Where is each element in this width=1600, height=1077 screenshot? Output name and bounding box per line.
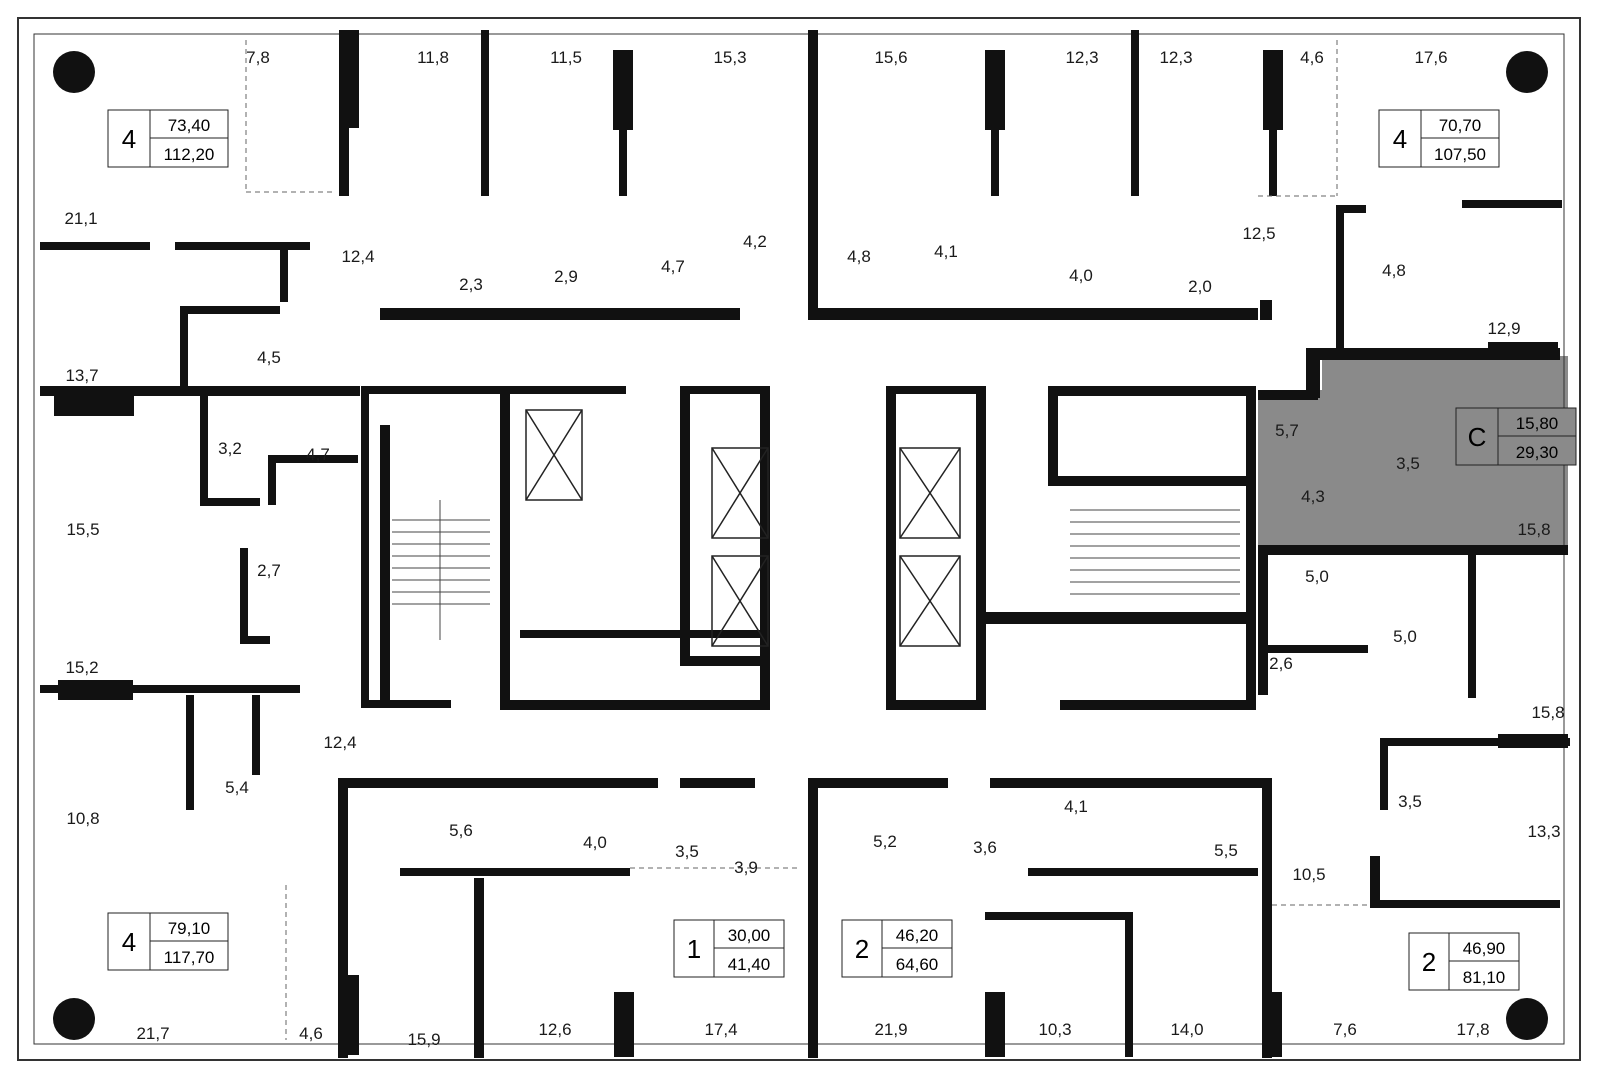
apartment-rooms: 1 (687, 934, 701, 964)
room-area-label: 15,8 (1517, 520, 1550, 539)
room-area-label: 4,2 (743, 232, 767, 251)
room-area-label: 12,4 (341, 247, 374, 266)
room-area-label: 15,5 (66, 520, 99, 539)
apartment-total-area: 64,60 (896, 955, 939, 974)
apartment-total-area: 29,30 (1516, 443, 1559, 462)
apartment-living-area: 70,70 (1439, 116, 1482, 135)
room-area-label: 21,9 (874, 1020, 907, 1039)
room-area-label: 13,7 (65, 366, 98, 385)
apartment-box[interactable]: 4 73,40 112,20 (107, 109, 229, 168)
room-area-label: 5,4 (225, 778, 249, 797)
room-area-label: 15,9 (407, 1030, 440, 1049)
apartment-total-area: 107,50 (1434, 145, 1486, 164)
apartment-living-area: 46,20 (896, 926, 939, 945)
room-area-label: 7,8 (246, 48, 270, 67)
apartment-rooms: 2 (855, 934, 869, 964)
room-area-label: 5,2 (873, 832, 897, 851)
room-area-label: 4,0 (1069, 266, 1093, 285)
room-area-label: 12,9 (1487, 319, 1520, 338)
room-area-label: 5,0 (1393, 627, 1417, 646)
room-area-label: 3,9 (734, 858, 758, 877)
apartment-box[interactable]: 1 30,00 41,40 (673, 919, 785, 978)
elevators (525, 409, 961, 647)
apartment-living-area: 30,00 (728, 926, 771, 945)
room-area-label: 5,0 (1305, 567, 1329, 586)
room-area-label: 5,7 (1275, 421, 1299, 440)
room-area-label: 12,3 (1159, 48, 1192, 67)
apartment-rooms: 4 (1393, 124, 1407, 154)
apartment-box[interactable]: 4 79,10 117,70 (107, 912, 229, 971)
room-area-label: 12,6 (538, 1020, 571, 1039)
apartment-box[interactable]: 2 46,20 64,60 (841, 919, 953, 978)
room-area-label: 5,5 (1214, 841, 1238, 860)
room-area-label: 2,6 (1269, 654, 1293, 673)
room-area-label: 3,5 (1396, 454, 1420, 473)
room-area-label: 4,7 (661, 257, 685, 276)
apartment-total-area: 117,70 (164, 948, 215, 967)
columns (53, 51, 1548, 1040)
room-area-label: 11,8 (417, 48, 449, 67)
room-area-label: 10,8 (66, 809, 99, 828)
room-area-label: 4,6 (299, 1024, 323, 1043)
room-area-label: 15,8 (1531, 703, 1564, 722)
apartment-total-area: 41,40 (728, 955, 771, 974)
room-area-label: 2,9 (554, 267, 578, 286)
room-area-label: 12,5 (1242, 224, 1275, 243)
room-area-label: 4,8 (1382, 261, 1406, 280)
room-area-label: 3,2 (218, 439, 242, 458)
room-area-label: 3,5 (675, 842, 699, 861)
room-area-label: 14,0 (1170, 1020, 1203, 1039)
room-area-label: 21,1 (64, 209, 97, 228)
room-area-label: 4,3 (1301, 487, 1325, 506)
apartment-rooms: 4 (122, 124, 136, 154)
facade (17, 17, 1581, 1061)
room-area-label: 15,2 (65, 658, 98, 677)
room-labels: 7,8 11,8 11,5 15,3 15,6 12,3 12,3 4,6 17… (64, 48, 1564, 1049)
apartment-living-area: 73,40 (168, 116, 211, 135)
room-area-label: 5,6 (449, 821, 473, 840)
room-area-label: 11,5 (550, 48, 582, 67)
dashed-lines (245, 40, 1370, 1040)
room-area-label: 17,4 (704, 1020, 737, 1039)
room-area-label: 21,7 (136, 1024, 169, 1043)
selected-apartment-highlight[interactable] (1258, 356, 1568, 545)
apartment-living-area: 46,90 (1463, 939, 1506, 958)
room-area-label: 10,3 (1038, 1020, 1071, 1039)
apartment-box[interactable]: 4 70,70 107,50 (1378, 109, 1500, 168)
room-area-label: 17,6 (1414, 48, 1447, 67)
apartment-rooms: 2 (1422, 947, 1436, 977)
apartment-rooms: С (1468, 422, 1487, 452)
stairs (392, 500, 1240, 640)
apartment-living-area: 15,80 (1516, 414, 1559, 433)
apartment-box-selected[interactable]: С 15,80 29,30 (1455, 407, 1577, 466)
room-area-label: 12,4 (323, 733, 356, 752)
room-area-label: 10,5 (1292, 865, 1325, 884)
room-area-label: 15,6 (874, 48, 907, 67)
room-area-label: 12,3 (1065, 48, 1098, 67)
room-area-label: 4,8 (847, 247, 871, 266)
room-area-label: 2,0 (1188, 277, 1212, 296)
room-area-label: 13,3 (1527, 822, 1560, 841)
room-area-label: 3,5 (1398, 792, 1422, 811)
room-area-label: 2,3 (459, 275, 483, 294)
apartment-rooms: 4 (122, 927, 136, 957)
room-area-label: 4,5 (257, 348, 281, 367)
apartment-living-area: 79,10 (168, 919, 211, 938)
walls (40, 30, 1570, 1058)
room-area-label: 7,6 (1333, 1020, 1357, 1039)
room-area-label: 3,6 (973, 838, 997, 857)
apartment-total-area: 112,20 (164, 145, 215, 164)
room-area-label: 2,7 (257, 561, 281, 580)
room-area-label: 4,0 (583, 833, 607, 852)
apartment-total-area: 81,10 (1463, 968, 1506, 987)
apartment-box[interactable]: 2 46,90 81,10 (1408, 932, 1520, 991)
room-area-label: 4,1 (934, 242, 958, 261)
room-area-label: 4,6 (1300, 48, 1324, 67)
room-area-label: 4,7 (306, 445, 330, 464)
room-area-label: 15,3 (713, 48, 746, 67)
room-area-label: 17,8 (1456, 1020, 1489, 1039)
room-area-label: 4,1 (1064, 797, 1088, 816)
